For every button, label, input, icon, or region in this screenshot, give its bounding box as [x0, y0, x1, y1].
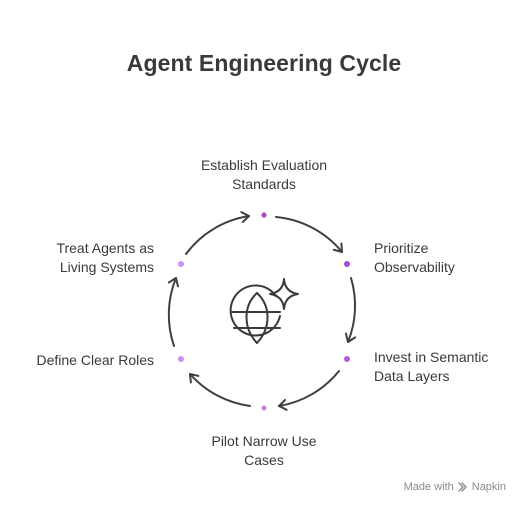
cycle-arrow-3: [278, 370, 340, 411]
step-label-establish-evaluation-standards: Establish Evaluation Standards: [164, 156, 364, 194]
step-dot-5: [178, 356, 184, 362]
step-label-line: Standards: [232, 176, 296, 192]
step-label-prioritize-observability: Prioritize Observability: [374, 239, 524, 277]
step-dot-1: [261, 212, 267, 218]
step-label-line: Establish Evaluation: [200, 157, 328, 173]
step-label-line: Invest in Semantic: [374, 349, 489, 365]
step-dot-3: [344, 356, 350, 362]
step-label-pilot-narrow-use-cases: Pilot Narrow Use Cases: [164, 432, 364, 470]
step-dot-6: [178, 261, 184, 267]
footer-brand: Napkin: [471, 481, 506, 493]
step-label-line: Data Layers: [374, 368, 450, 384]
made-with-napkin-footer[interactable]: Made with Napkin: [404, 481, 506, 493]
step-dot-2: [344, 261, 350, 267]
napkin-logo-icon: [458, 482, 467, 492]
cycle-arrow-6: [185, 211, 250, 255]
footer-prefix: Made with: [403, 481, 454, 493]
step-label-line: Treat Agents as: [56, 240, 154, 256]
globe-sparkle-icon: [229, 278, 299, 344]
step-label-treat-agents-living-systems: Treat Agents as Living Systems: [10, 239, 154, 277]
step-label-define-clear-roles: Define Clear Roles: [10, 351, 155, 370]
step-label-line: Cases: [244, 452, 284, 468]
step-label-line: Living Systems: [59, 259, 154, 275]
step-label-line: Pilot Narrow Use: [211, 433, 317, 449]
cycle-arrow-4: [189, 373, 251, 407]
step-label-line: Prioritize: [374, 240, 429, 256]
step-dot-4: [261, 405, 267, 411]
step-label-line: Define Clear Roles: [36, 352, 155, 368]
step-label-invest-semantic-data-layers: Invest in Semantic Data Layers: [374, 348, 524, 386]
diagram-title: Agent Engineering Cycle: [126, 50, 402, 76]
step-label-line: Observability: [374, 259, 455, 275]
cycle-arrow-1: [275, 216, 343, 253]
cycle-arrow-5: [167, 277, 179, 347]
cycle-arrow-2: [344, 277, 357, 343]
